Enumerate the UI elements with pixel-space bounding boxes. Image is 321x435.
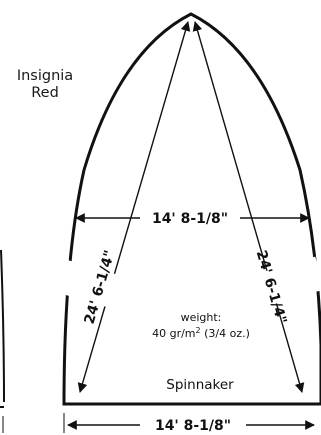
right-luff-dimension-line [192,21,305,393]
sail-color-line2: Red [31,85,59,101]
weight-label: weight: [181,311,222,324]
neighbor-sail-edge [0,249,5,403]
left-luff-dimension-line [77,21,191,393]
mid-width-label: 14' 8-1/8" [152,211,228,227]
sail-name: Spinnaker [166,377,234,393]
sail-color-line1: Insignia [16,68,74,84]
weight-value: 40 gr/m2 (3/4 oz.) [152,326,250,341]
sail-color-label: Insignia Red [0,68,90,102]
foot-width-label: 14' 8-1/8" [155,418,231,434]
